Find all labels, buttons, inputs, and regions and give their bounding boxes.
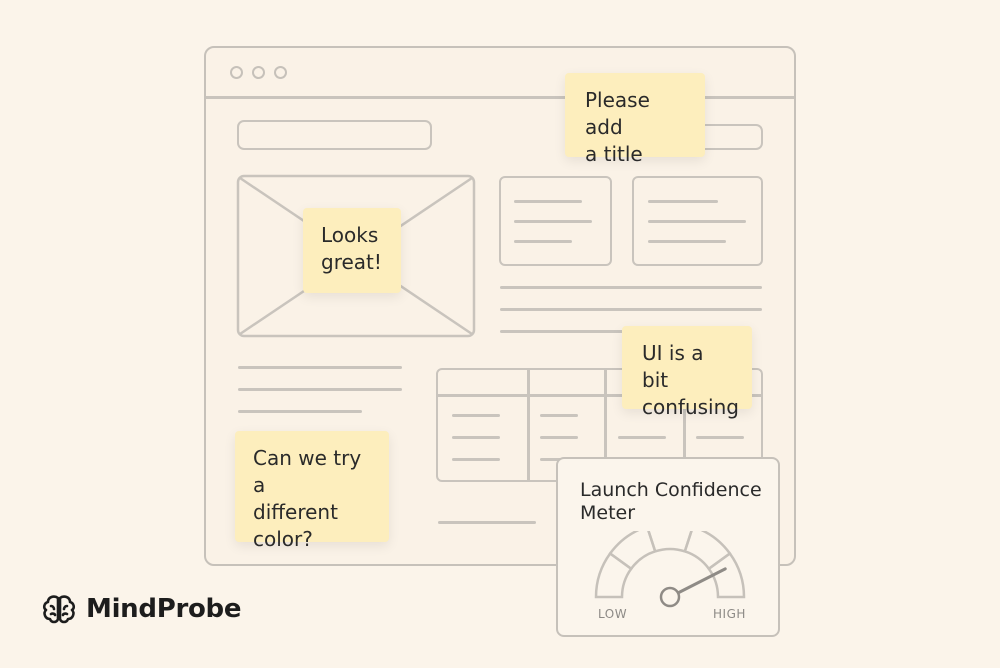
sticky-note-different-color[interactable]: Can we try a different color?	[235, 431, 389, 551]
sticky-note-text: Can we try a	[253, 446, 362, 497]
window-dot-icon	[252, 66, 265, 79]
gauge-segment	[594, 551, 633, 599]
sticky-note-text: Please add	[585, 88, 650, 139]
wireframe-header-bar	[237, 120, 432, 150]
gauge-segment	[608, 531, 657, 571]
window-dot-icon	[274, 66, 287, 79]
gauge-icon	[594, 531, 746, 608]
sticky-note-add-title[interactable]: Please add a title	[565, 73, 705, 166]
sticky-note-text: Looks	[321, 223, 379, 247]
brand-name: MindProbe	[86, 594, 242, 624]
brand-logo: MindProbe	[42, 594, 242, 624]
launch-confidence-meter-card: Launch Confidence Meter LOW HIGH	[556, 457, 780, 637]
sticky-note-ui-confusing[interactable]: UI is a bit confusing	[622, 326, 752, 419]
sticky-note-text: confusing	[642, 395, 739, 419]
window-dot-icon	[230, 66, 243, 79]
sticky-note-text: color?	[253, 527, 313, 551]
meter-title: Launch Confidence Meter	[580, 479, 762, 525]
gauge-needle	[668, 567, 727, 599]
sticky-note-looks-great[interactable]: Looks great!	[303, 208, 401, 293]
sticky-note-text: different	[253, 500, 338, 524]
meter-high-label: HIGH	[713, 607, 746, 621]
meter-title-line: Launch Confidence	[580, 479, 762, 501]
titlebar-divider	[206, 96, 794, 99]
sticky-note-text: great!	[321, 250, 382, 274]
sticky-note-text: UI is a bit	[642, 341, 704, 392]
gauge-segment	[707, 551, 746, 599]
gauge-segment	[683, 531, 732, 571]
gauge-hub	[659, 586, 681, 608]
meter-low-label: LOW	[598, 607, 628, 621]
sticky-note-text: a title	[585, 142, 643, 166]
wireframe-card	[499, 176, 612, 266]
wireframe-card	[632, 176, 763, 266]
meter-title-line: Meter	[580, 502, 636, 524]
brain-icon	[42, 595, 76, 624]
